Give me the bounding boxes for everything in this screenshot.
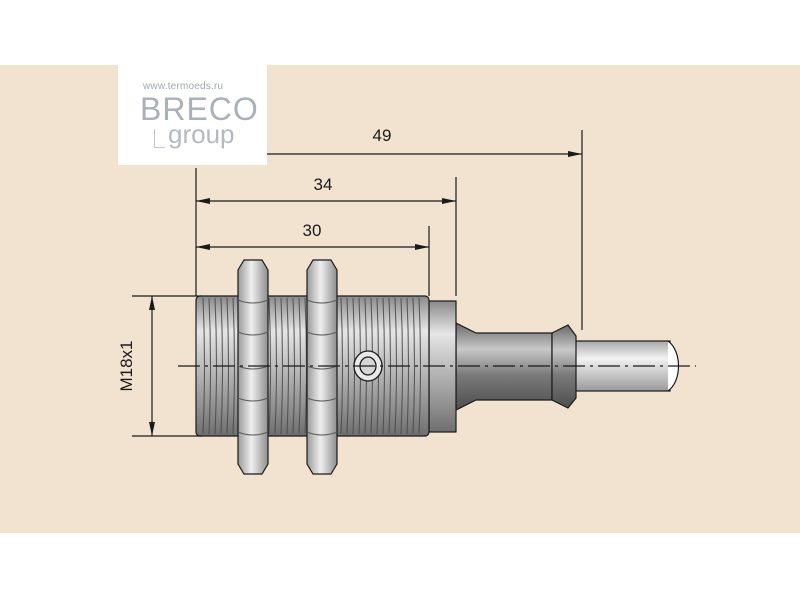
logo-bracket-icon — [154, 129, 165, 148]
thread-line — [418, 297, 422, 435]
logo-url: www.termoeds.ru — [143, 81, 224, 92]
dim-label-49: 49 — [373, 126, 392, 145]
nut-front — [237, 259, 269, 475]
thread-line — [382, 297, 386, 435]
logo-brand: BRECO — [140, 91, 259, 127]
thread-line — [346, 297, 350, 435]
extension-lines — [132, 130, 583, 437]
thread-line — [340, 297, 344, 435]
thread-line — [412, 297, 416, 435]
dim-label-30: 30 — [303, 221, 322, 240]
logo: www.termoeds.ru BRECO group — [118, 65, 267, 165]
dim-label-34: 34 — [314, 175, 333, 194]
nut-rear — [306, 259, 338, 475]
thread-line — [268, 297, 272, 435]
thread-line — [208, 297, 212, 435]
dim-label-thread: M18x1 — [117, 340, 136, 391]
logo-group: group — [168, 119, 235, 149]
dimension-lines — [149, 151, 582, 436]
thread-line — [202, 297, 206, 435]
thread-line — [280, 297, 284, 435]
